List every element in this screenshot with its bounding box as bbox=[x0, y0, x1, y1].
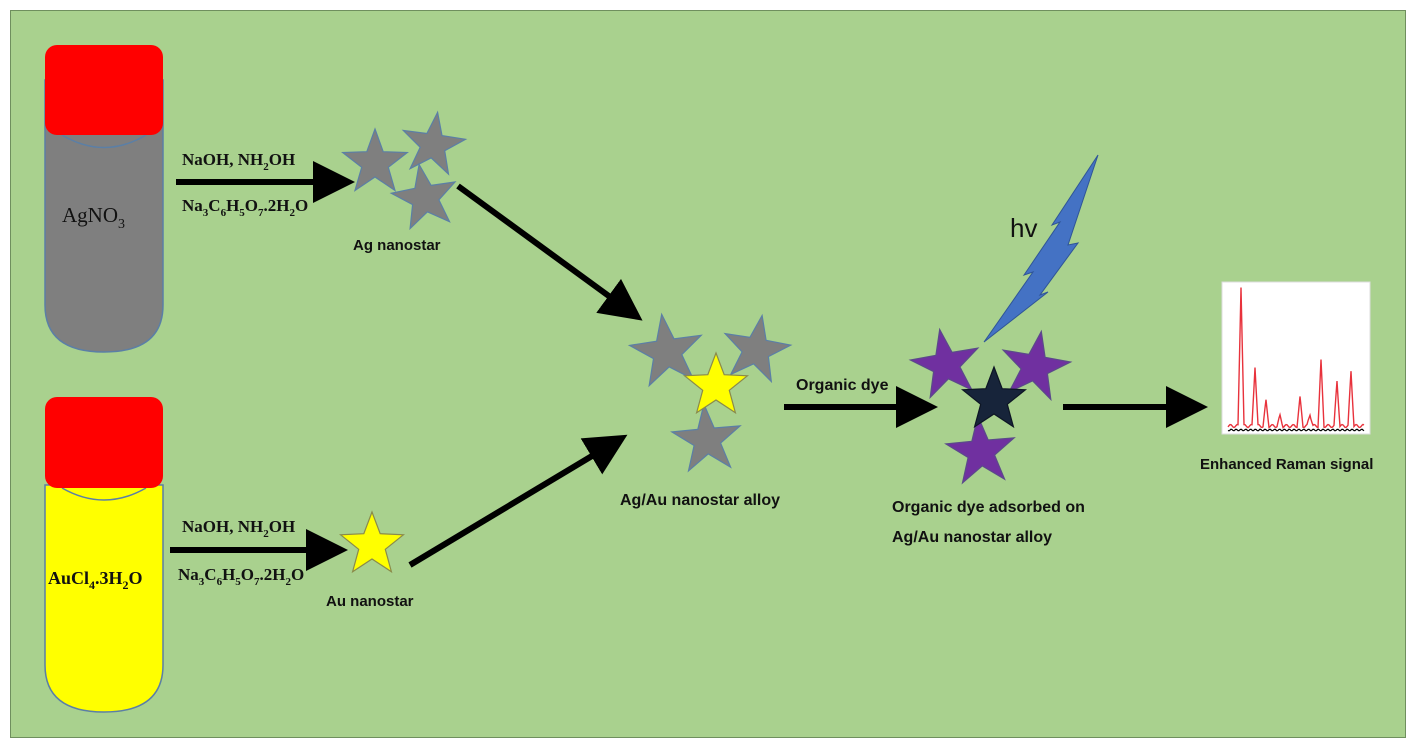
dye-center-nanostar-icon bbox=[960, 365, 1028, 429]
ag-reagent-line-1: NaOH, NH2OH bbox=[182, 150, 295, 173]
aucl4-test-tube-icon: AuCl4.3H2O bbox=[44, 397, 164, 713]
aucl4-label: AuCl4.3H2O bbox=[48, 568, 143, 592]
alloy-ag-nanostar-icon bbox=[670, 402, 742, 473]
ag-nanostar-icon bbox=[341, 127, 409, 192]
alloy-ag-nanostar-icon bbox=[627, 312, 703, 388]
au-nanostar-icon bbox=[338, 510, 406, 574]
ag-synthesis-step: NaOH, NH2OH Na3C6H5O7.2H2O bbox=[176, 150, 355, 219]
dye-nanostar-icon bbox=[908, 327, 980, 400]
alloy-ag-nanostar-icon bbox=[723, 313, 793, 384]
enhanced-raman-signal-label: Enhanced Raman signal bbox=[1200, 456, 1373, 473]
au-to-alloy-arrow bbox=[408, 434, 628, 568]
dye-nanostar-icon bbox=[944, 414, 1016, 485]
au-reagent-line-2: Na3C6H5O7.2H2O bbox=[178, 565, 304, 588]
au-nanostar-label: Au nanostar bbox=[326, 593, 414, 610]
ag-nanostar-icon bbox=[389, 162, 457, 231]
agno3-label: AgNO3 bbox=[62, 203, 125, 232]
organic-dye-label: Organic dye bbox=[796, 377, 889, 394]
lightning-icon bbox=[983, 154, 1099, 343]
agno3-test-tube-icon: AgNO3 bbox=[44, 45, 164, 353]
adsorbed-label-line-2: Ag/Au nanostar alloy bbox=[892, 529, 1052, 546]
alloy-au-nanostar-icon bbox=[682, 351, 750, 415]
ag-nanostar-icon bbox=[401, 110, 468, 176]
dye-nanostar-icon bbox=[1001, 329, 1073, 402]
adsorbed-label-line-1: Organic dye adsorbed on bbox=[892, 499, 1085, 516]
ag-reagent-line-2: Na3C6H5O7.2H2O bbox=[182, 196, 308, 219]
light-hv-label: hv bbox=[1010, 213, 1037, 243]
alloy-label: Ag/Au nanostar alloy bbox=[620, 492, 780, 509]
ag-to-alloy-arrow bbox=[456, 183, 643, 321]
au-synthesis-step: NaOH, NH2OH Na3C6H5O7.2H2O bbox=[170, 517, 348, 588]
nanostars bbox=[338, 110, 1073, 574]
ag-nanostar-label: Ag nanostar bbox=[353, 237, 441, 254]
au-reagent-line-1: NaOH, NH2OH bbox=[182, 517, 295, 540]
raman-spectrum-icon bbox=[1221, 281, 1371, 435]
